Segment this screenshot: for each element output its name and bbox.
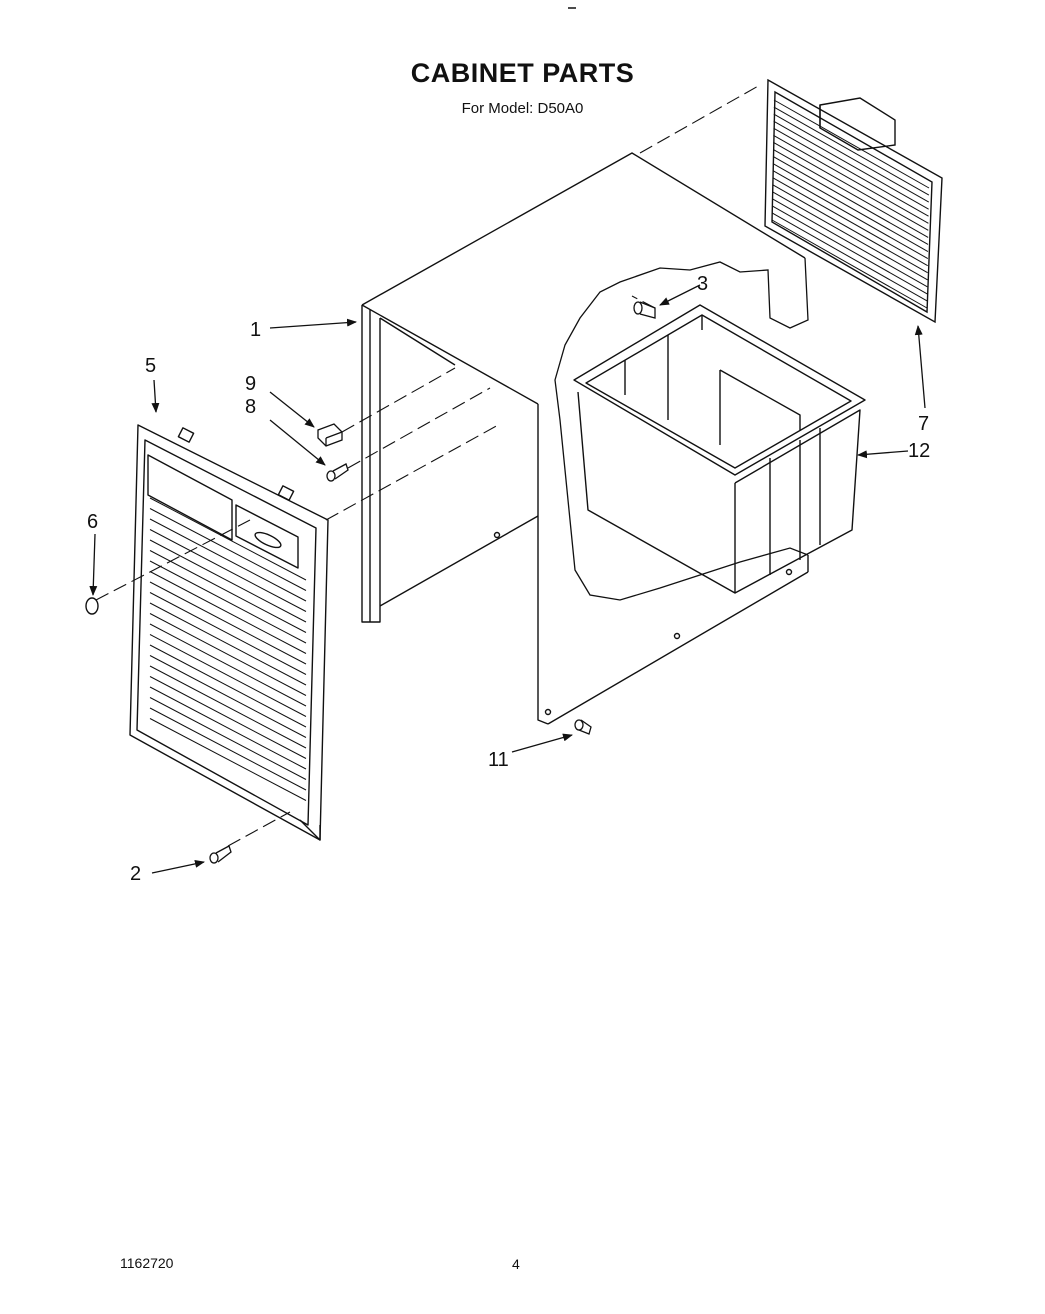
rear-louver	[772, 170, 929, 260]
front-louver	[149, 697, 307, 780]
rear-louver	[771, 219, 928, 309]
callout-5: 5	[145, 355, 156, 377]
rear-louver	[772, 156, 929, 245]
front-louver	[149, 686, 307, 770]
rear-louver	[772, 163, 929, 252]
rear-louver	[772, 184, 928, 274]
rear-louver	[773, 99, 930, 189]
page-title: CABINET PARTS	[410, 58, 635, 88]
assembly-lines	[95, 84, 761, 847]
callout-3: 3	[697, 273, 708, 295]
model-subtitle: For Model: D50A0	[461, 100, 584, 117]
front-louver	[149, 613, 307, 696]
rear-louver	[773, 106, 930, 196]
callout-11: 11	[488, 749, 509, 771]
part-8-screw	[326, 463, 349, 482]
rear-louver	[773, 134, 929, 224]
part-2-screw	[209, 845, 232, 864]
rear-grille	[764, 78, 943, 324]
front-louver	[149, 665, 307, 749]
front-louver	[149, 550, 307, 633]
rear-louver	[773, 127, 929, 217]
callout-7: 7	[918, 413, 929, 435]
rear-louver	[771, 205, 928, 295]
front-louver	[149, 529, 307, 612]
part-11-screw	[574, 719, 592, 735]
callout-2: 2	[130, 863, 141, 885]
front-louver	[149, 644, 307, 728]
part-9-block	[317, 423, 343, 447]
rear-louver	[772, 177, 928, 267]
front-louver	[149, 571, 307, 654]
callout-6: 6	[87, 511, 98, 533]
callout-arrows	[89, 284, 926, 874]
rear-louver	[772, 148, 929, 238]
rear-louver	[772, 198, 928, 288]
front-louver	[149, 602, 307, 686]
front-louver	[149, 508, 307, 591]
front-louver	[149, 634, 307, 717]
document-number: 1162720	[120, 1255, 174, 1271]
rear-louver	[771, 212, 928, 302]
page-number: 4	[512, 1256, 520, 1272]
cabinet-wrapper	[361, 152, 809, 725]
rear-louver	[772, 191, 928, 281]
part-6-plug	[85, 597, 99, 615]
front-louver	[149, 560, 307, 644]
front-grille	[129, 424, 329, 841]
front-louver	[149, 581, 307, 665]
cutaway-outline	[554, 257, 809, 601]
front-louver	[149, 623, 307, 707]
rear-louver	[773, 120, 929, 210]
front-louver	[149, 707, 307, 791]
callout-12: 12	[908, 440, 930, 462]
rear-louver	[773, 113, 930, 203]
front-louver	[149, 518, 307, 602]
part-3-screw	[633, 301, 656, 319]
front-louver	[149, 676, 307, 759]
callout-8: 8	[245, 396, 256, 418]
front-louver	[149, 539, 307, 623]
callout-9: 9	[245, 373, 256, 395]
callout-1: 1	[250, 319, 261, 341]
front-louver	[149, 655, 307, 738]
front-louver	[149, 592, 307, 675]
water-bucket	[573, 304, 866, 594]
front-louver	[149, 718, 307, 801]
rear-louver	[773, 141, 929, 231]
front-louver	[149, 497, 307, 581]
